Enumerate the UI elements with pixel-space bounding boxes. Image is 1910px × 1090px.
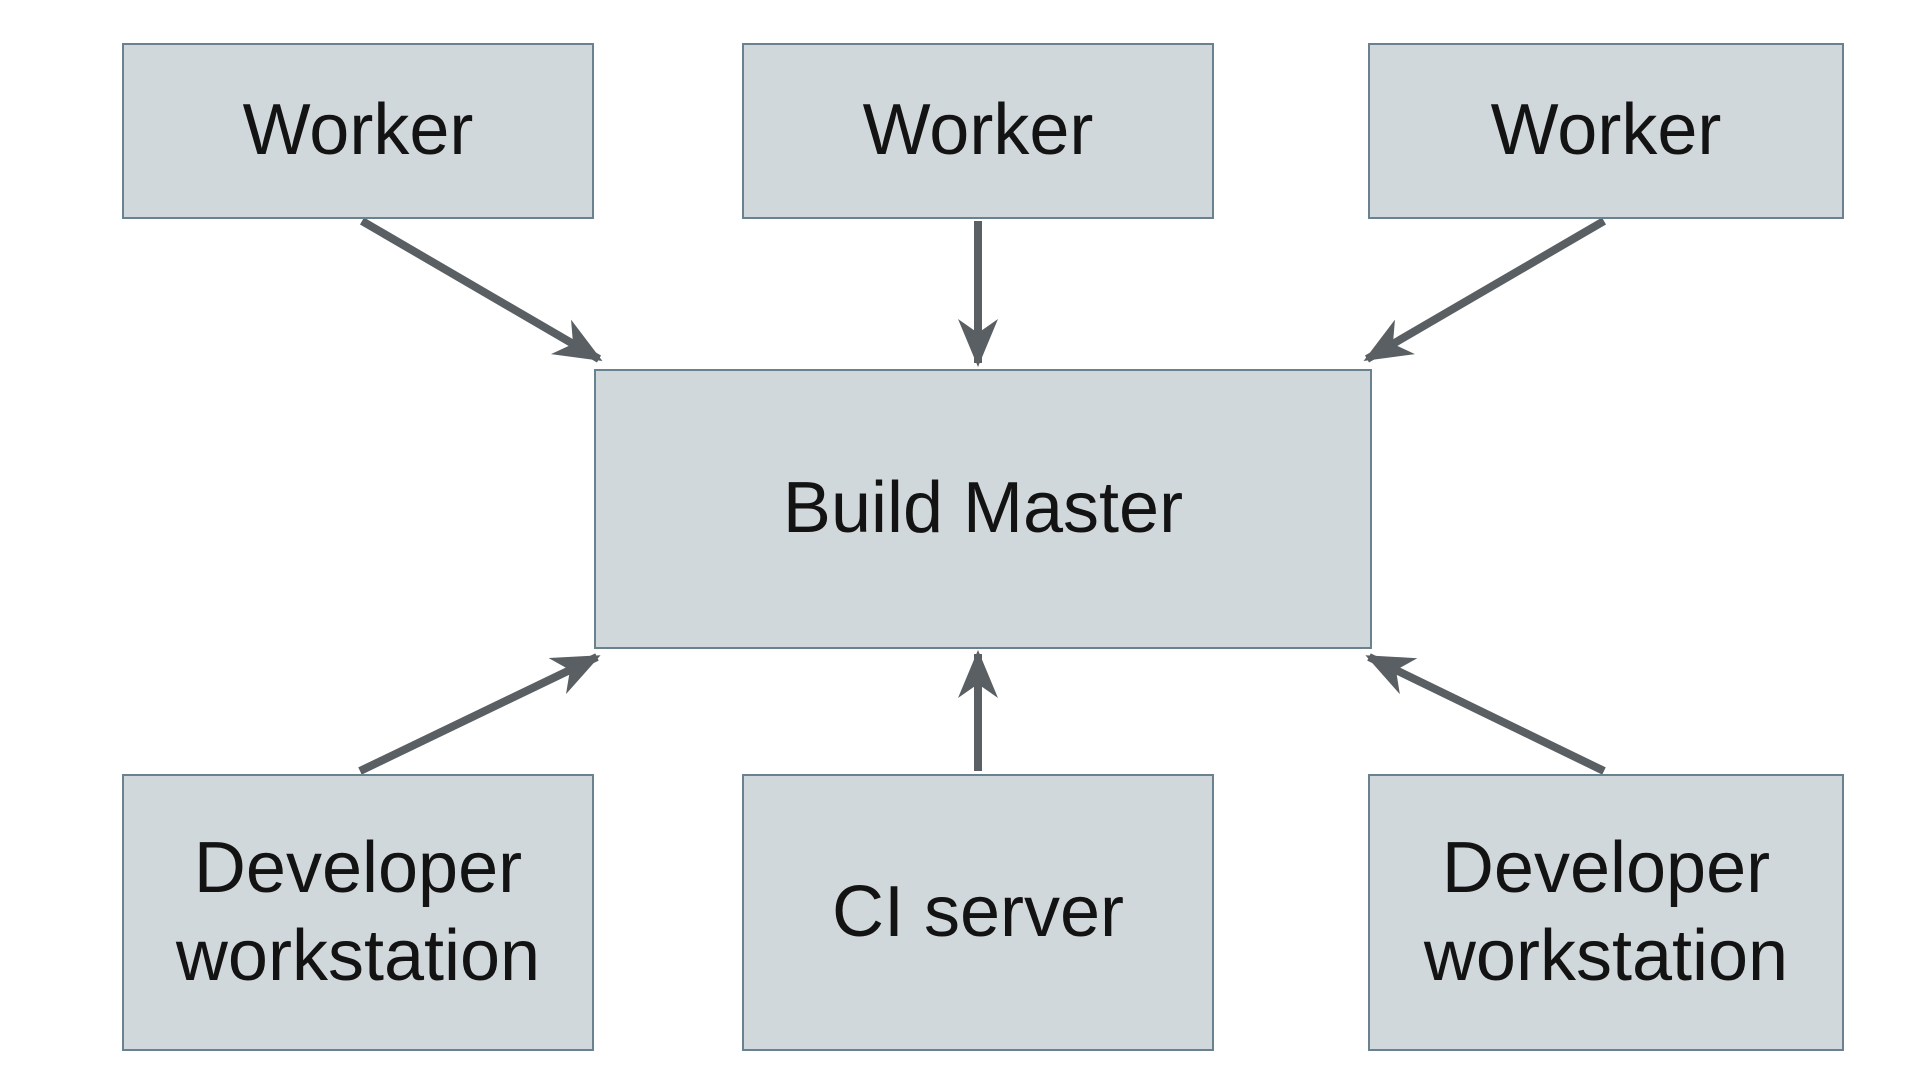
arrow-worker3-to-build-master <box>1363 217 1607 363</box>
node-worker-2: Worker <box>742 43 1214 219</box>
node-developer-workstation-left: Developer workstation <box>122 774 594 1051</box>
node-worker-1-label: Worker <box>242 90 474 171</box>
node-build-master-label: Build Master <box>782 468 1184 549</box>
node-ci-server-label: CI server <box>831 871 1125 952</box>
node-ci-server: CI server <box>742 774 1214 1051</box>
node-worker-3: Worker <box>1368 43 1844 219</box>
arrow-worker1-to-build-master <box>359 217 603 363</box>
node-build-master: Build Master <box>594 369 1372 649</box>
node-developer-workstation-right-label: Developer workstation <box>1423 827 1789 996</box>
node-developer-workstation-right: Developer workstation <box>1368 774 1844 1051</box>
node-worker-3-label: Worker <box>1490 90 1722 171</box>
node-worker-1: Worker <box>122 43 594 219</box>
arrow-dev-workstation-right-to-build-master <box>1365 653 1606 775</box>
arrow-dev-workstation-left-to-build-master <box>358 653 601 775</box>
node-worker-2-label: Worker <box>862 90 1094 171</box>
node-developer-workstation-left-label: Developer workstation <box>175 827 541 996</box>
